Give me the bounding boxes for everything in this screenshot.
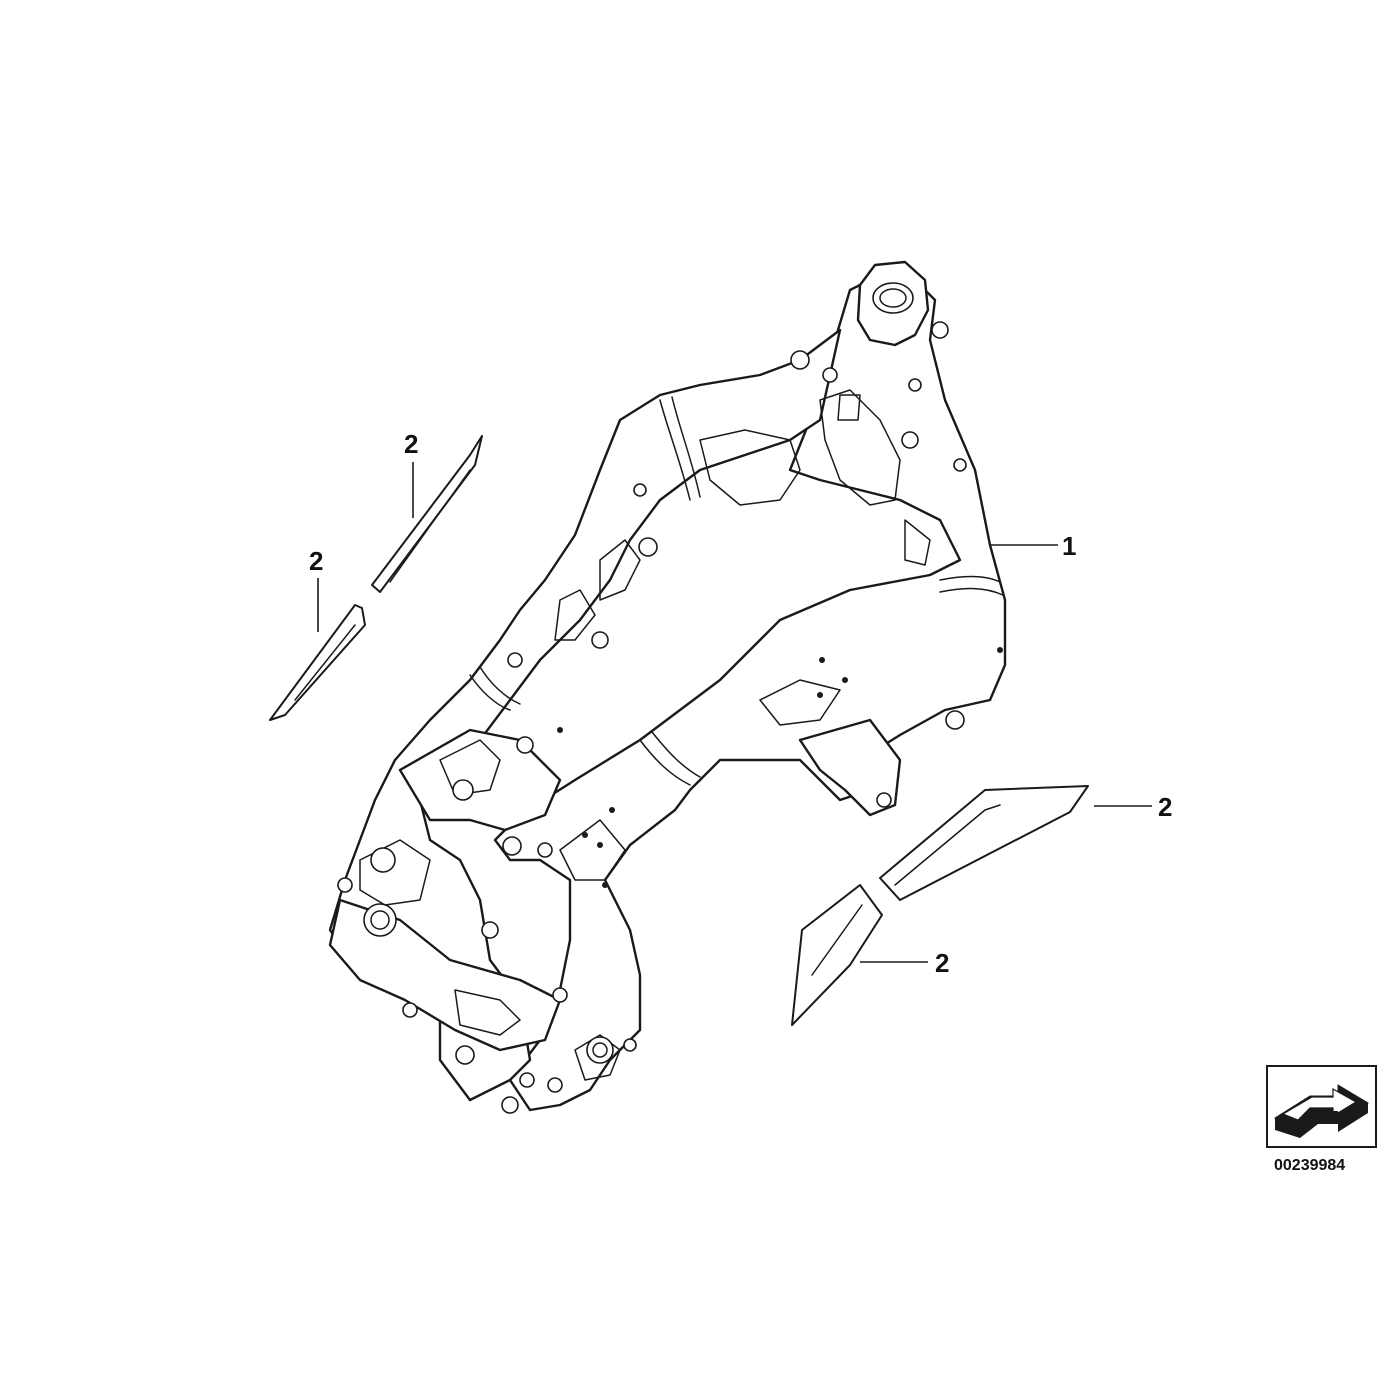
callout-pad-upper-right: 2	[1158, 792, 1172, 822]
callout-pad-upper-left: 2	[404, 429, 418, 459]
mount-boss	[790, 350, 810, 370]
callout-pad-lower-right: 2	[935, 948, 949, 978]
frame-right-spar	[493, 263, 1007, 1112]
orientation-arrow-icon	[1266, 1065, 1377, 1148]
pad-upper-right	[879, 785, 1089, 901]
pad-upper-left	[371, 435, 483, 593]
callout-frame: 1	[1062, 531, 1076, 561]
drawing-number: 00239984	[1274, 1157, 1345, 1174]
callout-pad-lower-left: 2	[309, 546, 323, 576]
pad-lower-left	[269, 604, 366, 721]
frame-engine-hanger	[798, 718, 902, 817]
frame-cross-brace	[398, 728, 562, 832]
steering-head-bore	[872, 282, 914, 314]
main-frame-drawing	[328, 260, 1007, 1114]
frame-lower-cross-member	[328, 898, 562, 1052]
frame-left-spar	[328, 328, 842, 1102]
pad-lower-right	[791, 884, 883, 1026]
